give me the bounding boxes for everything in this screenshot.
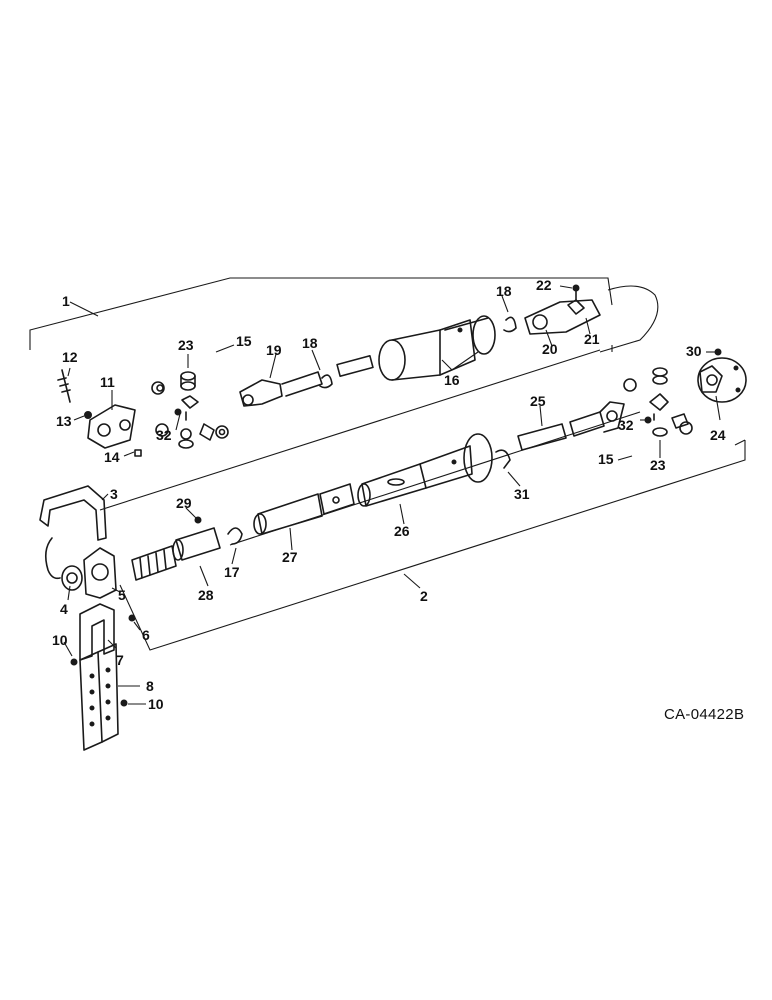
callout-10-upper: 10	[52, 632, 68, 648]
part-15-cross-kit-left	[151, 371, 229, 449]
callout-17: 17	[224, 564, 240, 580]
part-5-flange	[83, 547, 117, 599]
callout-12: 12	[62, 349, 78, 365]
group-1-tube-outline	[599, 285, 659, 353]
callout-30: 30	[686, 343, 702, 359]
part-27-inner-tube	[253, 483, 355, 535]
part-13-nut	[84, 411, 92, 419]
part-10-bolt-upper	[70, 658, 78, 666]
callout-22: 22	[536, 277, 552, 293]
callout-2: 2	[420, 588, 428, 604]
part-12-pin	[57, 369, 71, 403]
part-26-shield-tube	[357, 433, 493, 507]
callout-14: 14	[104, 449, 120, 465]
group-1-outline	[29, 277, 613, 352]
callout-3: 3	[110, 486, 118, 502]
callout-25: 25	[530, 393, 546, 409]
part-25-shaft-yoke	[517, 401, 625, 451]
callout-10-lower: 10	[148, 696, 164, 712]
callout-4: 4	[60, 601, 68, 617]
part-24-flange-yoke	[697, 357, 747, 403]
part-8-strap	[79, 643, 119, 751]
callout-32-right: 32	[618, 417, 634, 433]
part-16-shield-cones	[336, 315, 496, 381]
part-3-shield	[39, 485, 107, 541]
callout-18-left: 18	[302, 335, 318, 351]
callout-21: 21	[584, 331, 600, 347]
callout-15-left: 15	[236, 333, 252, 349]
callout-24: 24	[710, 427, 726, 443]
callout-15-right: 15	[598, 451, 614, 467]
callout-29: 29	[176, 495, 192, 511]
callout-8: 8	[146, 678, 154, 694]
part-18-snap-ring-right	[503, 316, 517, 333]
callout-32-left: 32	[156, 427, 172, 443]
part-32-fitting-left	[174, 408, 182, 416]
callout-11: 11	[100, 374, 115, 390]
callout-19: 19	[266, 342, 282, 358]
part-6-bolt	[128, 614, 136, 622]
part-10-bolt-lower	[120, 699, 128, 707]
drawing-code: CA-04422B	[664, 706, 744, 723]
part-28-splined-shaft	[131, 527, 221, 581]
callout-26: 26	[394, 523, 410, 539]
callout-5: 5	[118, 587, 126, 603]
leader-lines	[63, 285, 721, 705]
callout-1: 1	[62, 293, 70, 309]
part-11-yoke	[87, 404, 136, 449]
callout-23-right: 23	[650, 457, 666, 473]
part-17-snap-ring	[227, 527, 243, 545]
callout-16: 16	[444, 372, 460, 388]
callout-27: 27	[282, 549, 298, 565]
part-15-cross-kit-right	[623, 367, 693, 437]
callout-6: 6	[142, 627, 150, 643]
callout-20: 20	[542, 341, 558, 357]
part-19-yoke-shaft	[239, 371, 323, 407]
callout-18-right: 18	[496, 283, 512, 299]
part-31-clip	[495, 449, 511, 469]
part-4-bearing	[44, 537, 83, 591]
callout-31: 31	[514, 486, 530, 502]
callout-28: 28	[198, 587, 214, 603]
callout-13: 13	[56, 413, 72, 429]
part-14-key	[134, 449, 142, 457]
part-18-snap-ring-left	[319, 374, 333, 389]
callout-7: 7	[116, 652, 124, 668]
part-20-21-yoke-assembly	[524, 284, 601, 335]
part-29-pin	[194, 516, 202, 524]
callout-23-left: 23	[178, 337, 194, 353]
